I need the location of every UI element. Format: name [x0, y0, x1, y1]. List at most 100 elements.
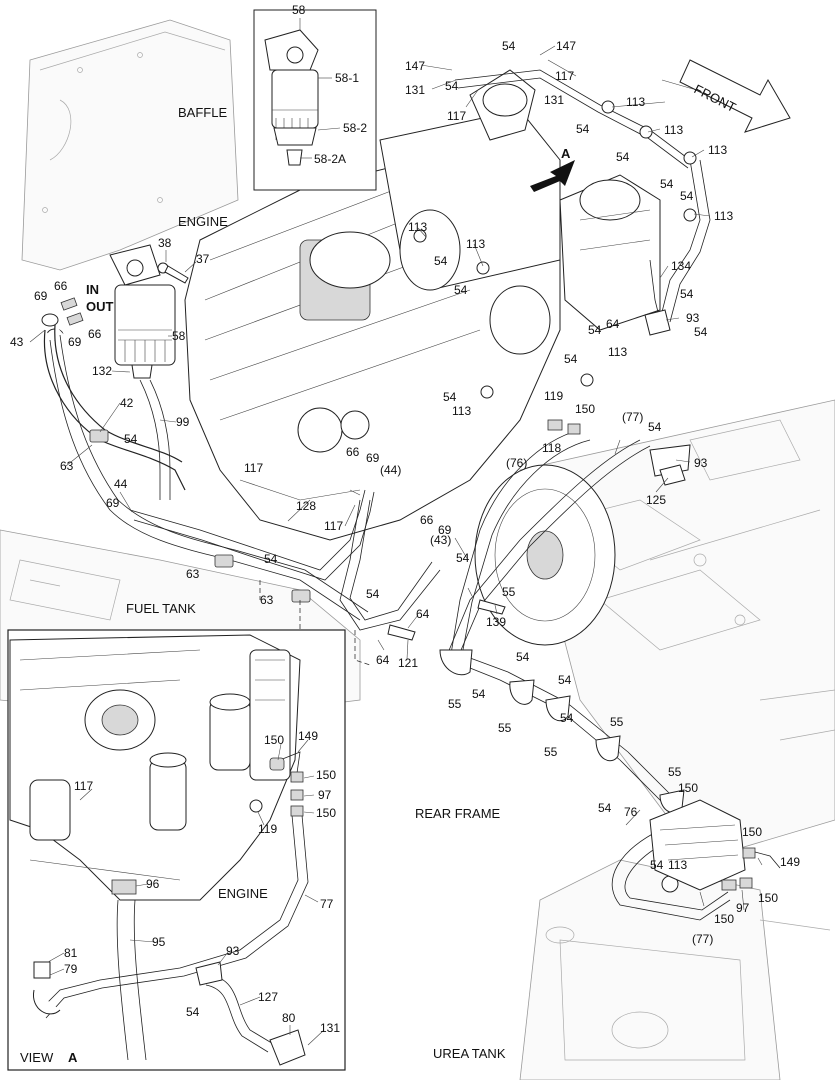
callout: 97 [318, 788, 332, 802]
callout: 150 [678, 781, 698, 795]
label-urea-tank: UREA TANK [433, 1046, 506, 1061]
callout: 54 [516, 650, 530, 664]
callout: 77 [320, 897, 334, 911]
bracket-93 [644, 309, 691, 477]
callout: 93 [226, 944, 240, 958]
callout: 99 [176, 415, 190, 429]
callout: 69 [34, 289, 48, 303]
callout: 149 [780, 855, 800, 869]
baffle-plate [21, 19, 239, 271]
callout: 139 [486, 615, 506, 629]
callout: 81 [64, 946, 78, 960]
callout: 69 [68, 335, 82, 349]
callout: 121 [398, 656, 418, 670]
callout: 54 [680, 189, 694, 203]
callout: 113 [466, 237, 485, 251]
callout: 55 [610, 715, 624, 729]
callout: 66 [88, 327, 102, 341]
sensor-121 [387, 624, 416, 641]
callout: 96 [146, 877, 160, 891]
label-baffle: BAFFLE [178, 105, 227, 120]
callout-58-1: 58-1 [335, 71, 359, 85]
region-label-group: BAFFLE ENGINE FUEL TANK REAR FRAME UREA … [20, 81, 738, 1065]
callout: 150 [758, 891, 778, 905]
exhaust-aftertreatment-canister [379, 69, 661, 331]
bolt-37 [157, 262, 189, 284]
callout: 55 [502, 585, 516, 599]
callout: 37 [196, 252, 210, 266]
fuel-hose-43 [49, 334, 369, 621]
callout: 113 [664, 123, 683, 137]
callout: 69 [366, 451, 380, 465]
callout: 55 [668, 765, 682, 779]
callout: (77) [692, 932, 713, 946]
callout: 69 [106, 496, 120, 510]
callout: 149 [298, 729, 318, 743]
front-direction-arrow [679, 59, 791, 133]
view-a-inset [7, 629, 346, 1071]
label-out: OUT [86, 299, 114, 314]
callout: 63 [260, 593, 274, 607]
callout: 113 [714, 209, 733, 223]
label-view-arrow: A [561, 146, 571, 161]
callout: 80 [282, 1011, 296, 1025]
callout: 54 [443, 390, 457, 404]
callout: 150 [742, 825, 762, 839]
callout: 119 [544, 389, 563, 403]
callout-58-2A: 58-2A [314, 152, 346, 166]
callout: 54 [186, 1005, 200, 1019]
callout: 150 [575, 402, 595, 416]
callout: 93 [686, 311, 700, 325]
callout: 119 [258, 822, 277, 836]
callout: 54 [680, 287, 694, 301]
callout: 64 [606, 317, 620, 331]
callout: 54 [366, 587, 380, 601]
callout: 42 [120, 396, 134, 410]
fuel-hose-64 [339, 499, 441, 631]
callout: (44) [380, 463, 401, 477]
callout: 93 [694, 456, 708, 470]
callout: 147 [556, 39, 576, 53]
callout: 54 [588, 323, 602, 337]
sensor-139 [477, 599, 506, 615]
callout: 113 [708, 143, 727, 157]
label-engine: ENGINE [178, 214, 228, 229]
fuel-hose-44 [129, 489, 375, 581]
clamps-55 [439, 649, 685, 814]
callout: 38 [158, 236, 172, 250]
callout-58-2: 58-2 [343, 121, 367, 135]
coupling-118 [547, 419, 581, 435]
callout: 66 [54, 279, 68, 293]
clamps-113 [413, 100, 697, 893]
callout: 54 [560, 711, 574, 725]
leader-lines [29, 18, 763, 1046]
callout: (76) [506, 456, 527, 470]
callout: 69 [438, 523, 452, 537]
callout: 113 [626, 95, 645, 109]
callout: 55 [448, 697, 462, 711]
filter-detail-box [253, 9, 377, 191]
callout: 54 [124, 432, 138, 446]
callout: 54 [648, 420, 662, 434]
view-a-arrow [530, 160, 575, 192]
callout: 95 [152, 935, 166, 949]
callout: 54 [598, 801, 612, 815]
callout: 54 [472, 687, 486, 701]
callout: 58 [172, 329, 186, 343]
callout: 117 [324, 519, 343, 533]
label-engine-inset: ENGINE [218, 886, 268, 901]
callout: 66 [420, 513, 434, 527]
callout: 131 [405, 83, 425, 97]
callouts-main-group: 38 37 66 69 66 69 43 58 132 42 54 99 63 … [10, 220, 800, 946]
harness-line-top [454, 69, 691, 169]
callout: 118 [542, 441, 561, 455]
callout: 76 [624, 805, 638, 819]
callout: 54 [445, 79, 459, 93]
callout: 44 [114, 477, 128, 491]
callout: 97 [736, 901, 750, 915]
callout: 150 [264, 733, 284, 747]
label-view: VIEW [20, 1050, 54, 1065]
callout: 113 [668, 858, 687, 872]
label-in: IN [86, 282, 99, 297]
callout: 54 [454, 283, 468, 297]
